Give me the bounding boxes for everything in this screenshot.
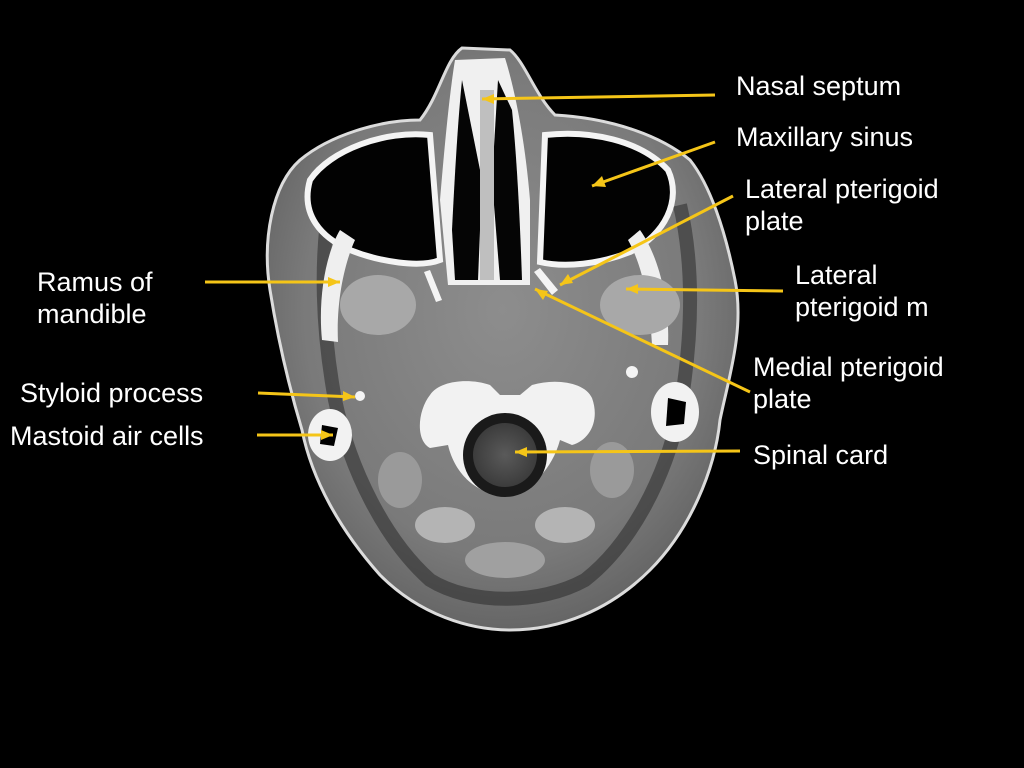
- spinal-cord: [473, 423, 537, 487]
- left-pterygoid-muscle: [340, 275, 416, 335]
- label-spinal-card: Spinal card: [753, 440, 889, 470]
- neck-muscle-1: [415, 507, 475, 543]
- nasal-cavity-right: [492, 80, 522, 280]
- neck-muscle-5: [590, 442, 634, 498]
- label-maxillary-sinus: Maxillary sinus: [736, 122, 914, 152]
- septum-strip: [480, 90, 494, 280]
- left-styloid: [355, 391, 365, 401]
- right-mastoid-air: [666, 398, 686, 426]
- label-lateral-pterigoid-plate: Lateral pterigoid plate: [745, 174, 939, 237]
- label-styloid-process: Styloid process: [20, 378, 204, 408]
- label-nasal-septum: Nasal septum: [736, 71, 902, 101]
- neck-muscle-4: [378, 452, 422, 508]
- label-ramus-of-mandible: Ramus of mandible: [37, 267, 153, 330]
- neck-muscle-3: [465, 542, 545, 578]
- nasal-cavity: [452, 80, 482, 280]
- label-lateral-pterigoid-m: Lateral pterigoid m: [795, 260, 929, 323]
- label-medial-pterigoid-plate: Medial pterigoid plate: [753, 352, 944, 415]
- right-styloid: [626, 366, 638, 378]
- neck-muscle-2: [535, 507, 595, 543]
- right-pterygoid-muscle: [600, 275, 680, 335]
- label-mastoid-air-cells: Mastoid air cells: [10, 421, 204, 451]
- left-pterygoid-plate: [424, 270, 442, 302]
